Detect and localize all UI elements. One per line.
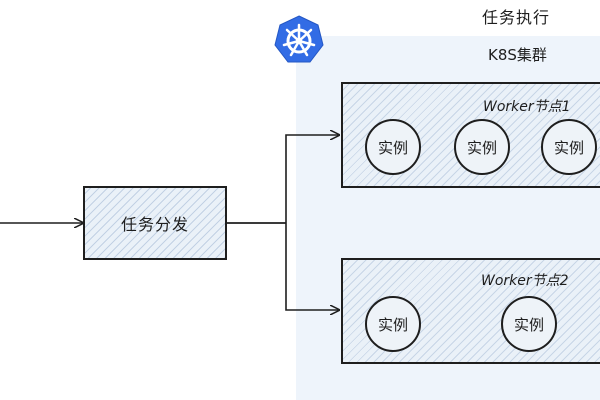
instance-node: 实例 [541, 119, 597, 175]
instance-node: 实例 [454, 119, 510, 175]
instance-label: 实例 [466, 138, 497, 157]
instance-label: 实例 [553, 138, 584, 157]
instance-node: 实例 [365, 119, 421, 175]
task-dispatch-label: 任务分发 [120, 215, 189, 234]
instance-label: 实例 [377, 138, 408, 157]
arrow-to-worker1 [285, 135, 339, 223]
diagram-title: 任务执行 [482, 8, 551, 27]
worker-node-1-label: Worker节点1 [483, 99, 571, 115]
instance-node: 实例 [501, 296, 557, 352]
cluster-title: K8S集群 [488, 46, 547, 64]
worker-node-2-label: Worker节点2 [481, 273, 569, 289]
instance-label: 实例 [513, 315, 544, 334]
arrow-to-worker2 [285, 223, 339, 310]
instance-node: 实例 [365, 296, 421, 352]
task-dispatch-node: 任务分发 [83, 186, 227, 260]
worker-node-2: Worker节点2 实例 实例 [341, 258, 600, 364]
kubernetes-wheel-icon [274, 15, 324, 63]
instance-label: 实例 [377, 315, 408, 334]
worker-node-1: Worker节点1 实例 实例 实例 [341, 82, 600, 188]
